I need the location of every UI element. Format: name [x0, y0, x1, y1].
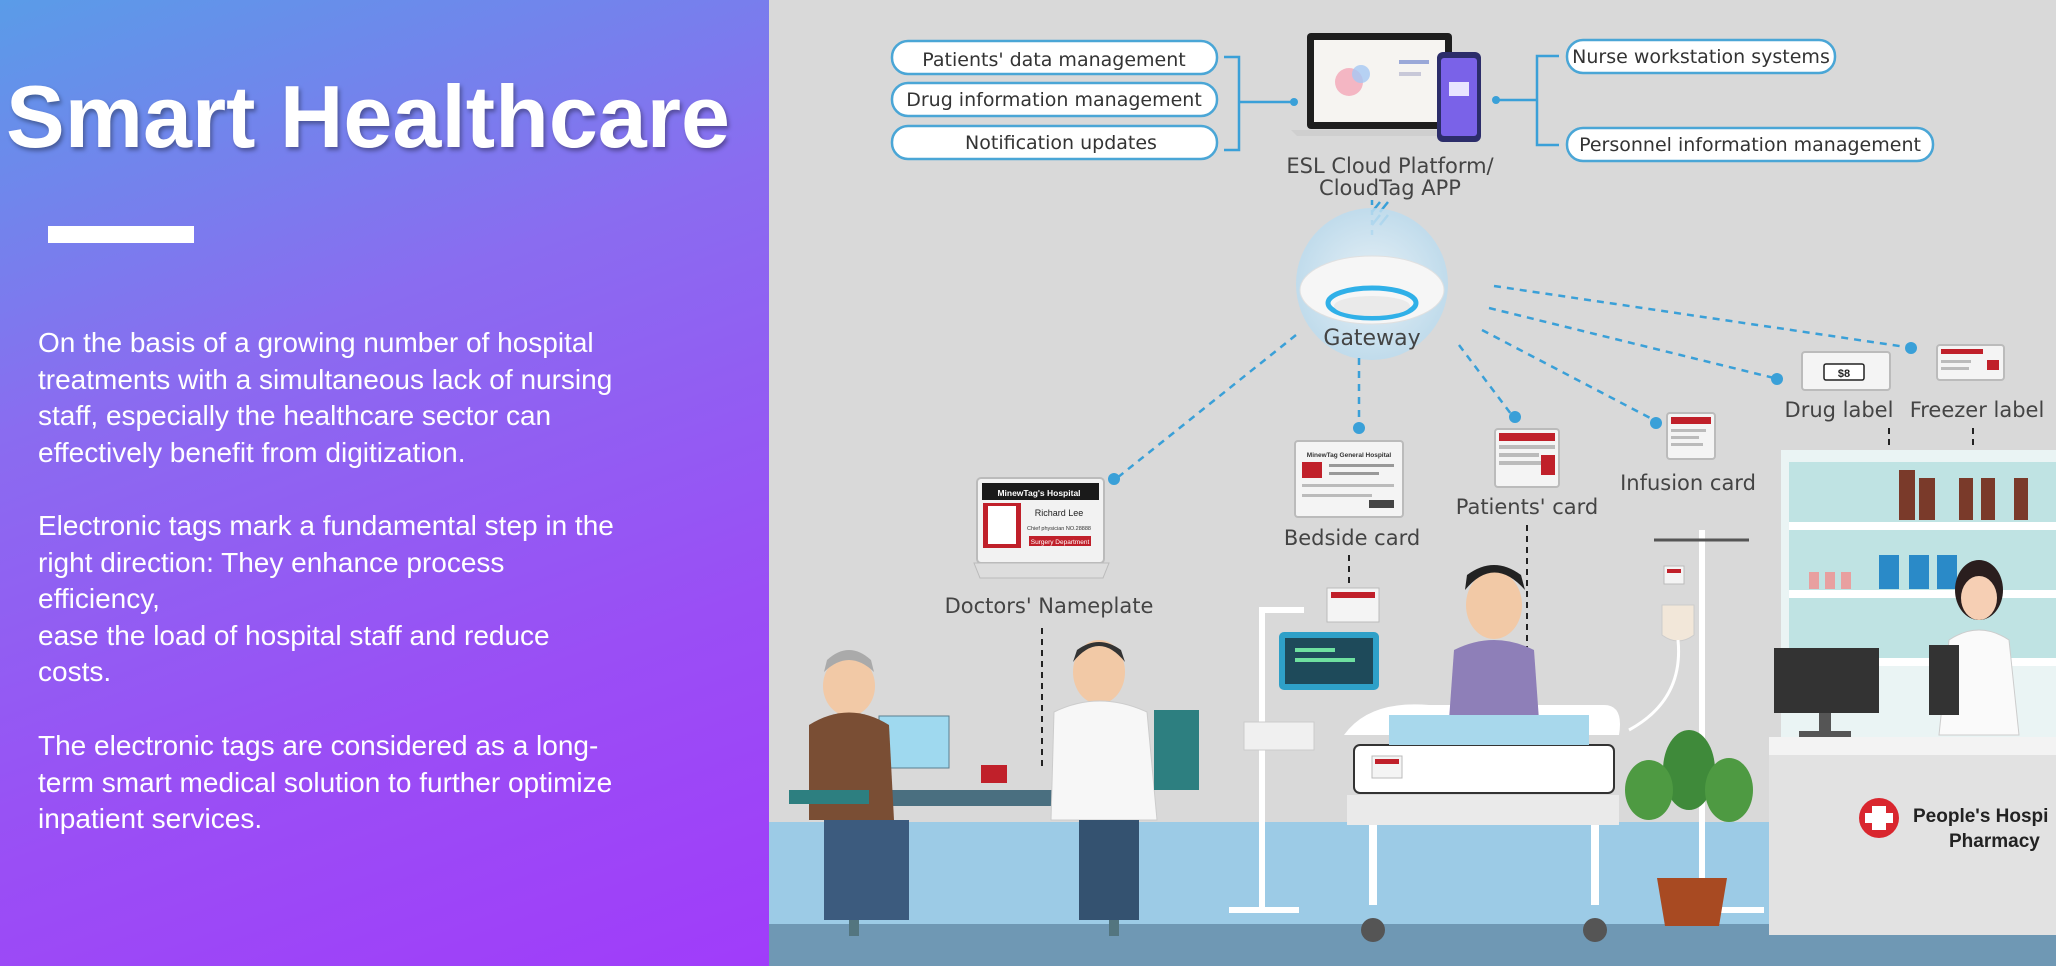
doctors-nameplate-tag: MinewTag's Hospital Richard Lee Chief ph…: [973, 477, 1110, 579]
bedside-card-tag: MinewTag General Hospital: [1294, 440, 1404, 518]
paragraph-line: efficiency,: [38, 583, 160, 614]
iv-drip-stand: [1628, 530, 1764, 913]
paragraph-line: On the basis of a growing number of hosp…: [38, 327, 594, 358]
paragraph-line: effectively benefit from digitization.: [38, 436, 466, 468]
drug-label-label: Drug label: [1785, 398, 1894, 422]
potted-plant: [1625, 730, 1753, 926]
nameplate-label: Doctors' Nameplate: [945, 594, 1154, 618]
paragraph-line: treatments with a simultaneous lack of n…: [38, 363, 613, 395]
paragraph-line: staff, especially the healthcare sector …: [38, 400, 552, 431]
inpatient-figure: [1389, 565, 1589, 745]
bedside-label: Bedside card: [1284, 526, 1420, 550]
platform-label-line1: ESL Cloud Platform/: [1286, 154, 1494, 178]
paragraph-line: inpatient services.: [38, 803, 263, 834]
laptop-icon: [1291, 33, 1469, 136]
feature-pill-patients-data: Patients' data management: [890, 39, 1219, 76]
feature-label: Drug information management: [906, 89, 1202, 111]
paragraph-digitization: On the basis of a growing number of hosp…: [38, 325, 688, 471]
paragraph-line: The electronic tags are considered as a …: [38, 730, 599, 761]
feature-label: Notification updates: [965, 132, 1157, 154]
pharmacy-name: People's Hospi: [1913, 806, 2048, 827]
nameplate-name: Richard Lee: [1035, 508, 1084, 518]
page-title: Smart Healthcare: [6, 67, 730, 166]
connection-end-dots: [1108, 342, 1917, 485]
paragraph-line: term smart medical solution to further o…: [38, 766, 613, 798]
left-text-panel: Smart Healthcare On the basis of a growi…: [0, 0, 769, 966]
pharmacy-label: Pharmacy: [1949, 831, 2040, 852]
feature-label: Patients' data management: [922, 49, 1185, 71]
feature-pill-nurse-workstation: Nurse workstation systems: [1565, 38, 1837, 75]
infusion-card-tag: [1666, 412, 1716, 460]
gateway-connections: [1116, 284, 1907, 479]
title-underline-bar: [48, 226, 194, 243]
bedside-hospital: MinewTag General Hospital: [1307, 452, 1392, 459]
paragraph-long-term: The electronic tags are considered as a …: [38, 728, 688, 838]
connector-dot: [1290, 98, 1298, 106]
left-bracket-connector: [1224, 55, 1294, 152]
gateway-label: Gateway: [1323, 326, 1420, 351]
gateway-device-icon: [1296, 208, 1448, 360]
feature-label: Nurse workstation systems: [1572, 46, 1830, 68]
phone-icon: [1437, 52, 1481, 142]
paragraph-electronic-tags: Electronic tags mark a fundamental step …: [38, 508, 688, 691]
pharmacist-figure: [1929, 560, 2020, 736]
patients-card-tag: [1494, 428, 1560, 488]
nameplate-hospital: MinewTag's Hospital: [997, 488, 1080, 498]
paragraph-line: Electronic tags mark a fundamental step …: [38, 510, 614, 541]
drug-price: $8: [1838, 368, 1850, 380]
illustration-svg: Patients' data management Drug informati…: [769, 33, 2056, 966]
feature-pill-notifications: Notification updates: [890, 124, 1219, 161]
nameplate-dept: Surgery Department: [1031, 539, 1090, 546]
connector-dot: [1492, 96, 1500, 104]
drug-label-tag: $8: [1801, 351, 1891, 391]
freezer-label-tag: [1936, 344, 2005, 381]
patients-label: Patients' card: [1456, 495, 1599, 519]
right-bracket-connector: [1496, 54, 1559, 147]
infusion-label: Infusion card: [1620, 471, 1756, 495]
pharmacy-counter: People's Hospi Pharmacy: [1769, 737, 2056, 935]
feature-pill-drug-info: Drug information management: [890, 81, 1219, 118]
paragraph-line: ease the load of hospital staff and redu…: [38, 619, 550, 651]
paragraph-line: right direction: They enhance process: [38, 546, 505, 578]
bedside-monitor-stand: [1229, 587, 1380, 913]
patient-figure: [789, 650, 909, 920]
platform-label-line2: CloudTag APP: [1319, 176, 1461, 200]
doctor-figure: [1050, 640, 1199, 920]
feature-pill-personnel-info: Personnel information management: [1565, 126, 1935, 163]
pharmacy-monitor: [1774, 648, 1879, 737]
nameplate-role: Chief physician NO.28888: [1027, 526, 1091, 532]
healthcare-illustration: Patients' data management Drug informati…: [769, 0, 2056, 966]
feature-label: Personnel information management: [1579, 134, 1921, 156]
freezer-label-label: Freezer label: [1910, 398, 2045, 422]
paragraph-line: costs.: [38, 656, 112, 687]
